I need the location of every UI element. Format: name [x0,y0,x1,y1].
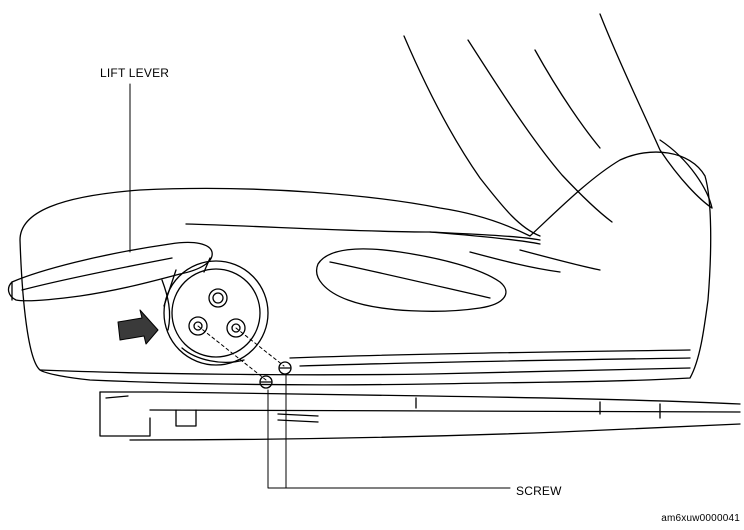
direction-arrow [117,309,159,345]
lever-hub [163,257,269,366]
lift-lever-label: LIFT LEVER [100,66,170,80]
screw-label: SCREW [516,484,562,498]
figure-code: am6xuw0000041 [661,513,740,524]
seat-rail [99,391,741,441]
seat-cushion [19,151,712,386]
screw-left [259,375,273,389]
seat-back [403,13,713,237]
lift-lever [7,241,213,331]
side-recess [316,248,601,312]
screw-right [278,361,292,375]
screw-leader [267,373,511,489]
screw-guide-lines [197,325,285,381]
